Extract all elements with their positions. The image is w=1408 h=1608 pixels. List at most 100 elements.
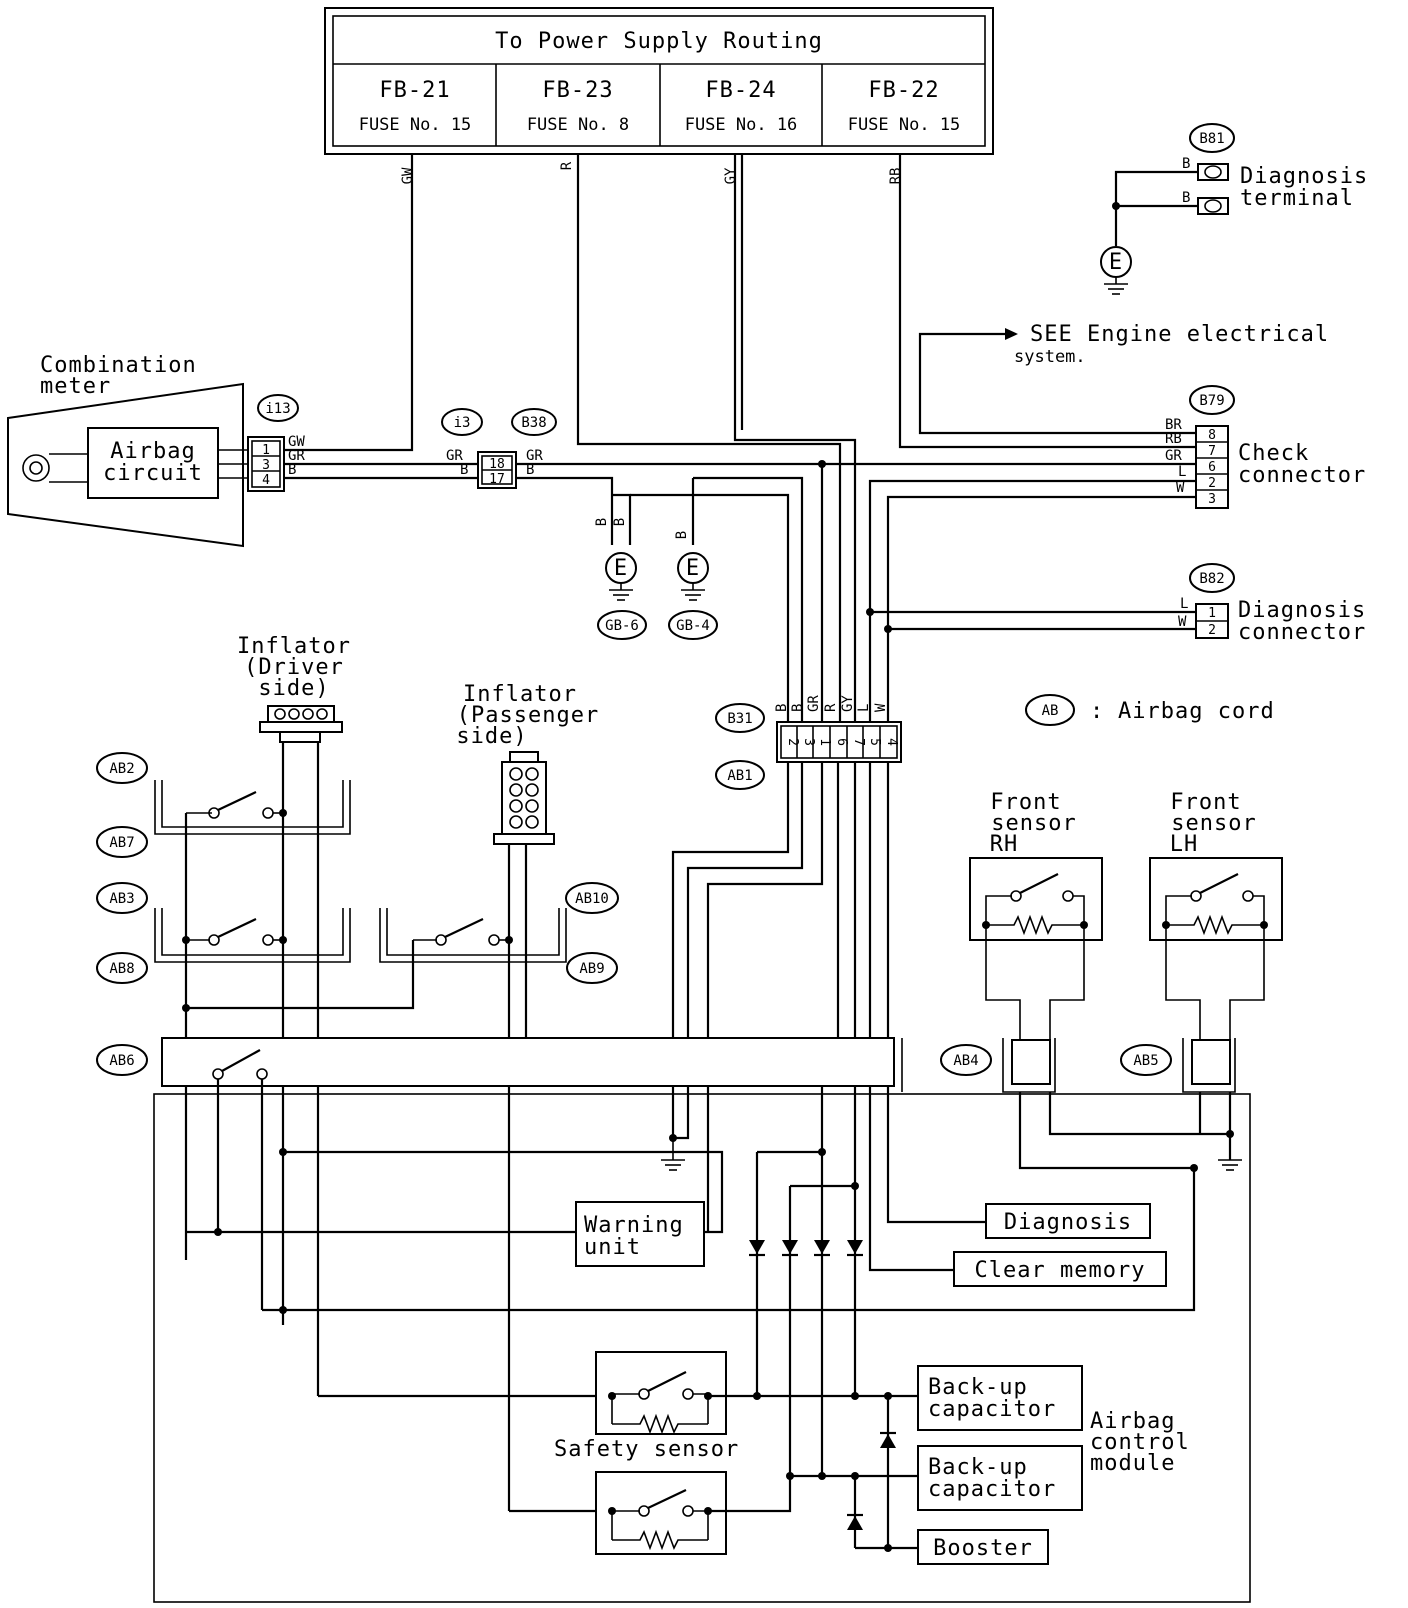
diagnosis-terminal-label-2: terminal [1240,186,1354,211]
backup-capacitor-2-label-2: capacitor [928,1477,1056,1502]
safety-sensor-label: Safety sensor [554,1437,739,1462]
ab1-pin-5: 5 [867,738,882,746]
junction-connector: i3 B38 18 17 GR B GR B [441,408,557,489]
b79-wire-rb: RB [1165,431,1182,447]
gb4-wire-b: B [674,531,690,539]
engine-ref-line2: system. [1014,347,1086,367]
b79-wire-l: L [1178,464,1186,480]
check-connector: B79 8 7 6 2 3 BR RB GR L W Check connect… [1165,385,1365,509]
b81-wire-b-2: B [1182,190,1190,206]
ab1-wire-b-1: B [774,704,790,712]
squib-box-2 [154,908,351,963]
inflator-driver-label-3: side) [258,676,329,701]
junction-pin-18: 18 [489,457,505,472]
airbag-circuit-label: Airbag [110,439,195,464]
inflator-passenger-label-2: (Passenger [457,703,599,728]
wire-label-r: R [559,161,575,170]
connector-b82: B82 [1199,571,1224,587]
supply-wires [285,154,1196,730]
wire-label-gy: GY [723,167,739,184]
connector-b38: B38 [521,415,546,431]
cord-ab6: AB6 [109,1053,134,1069]
b82-wire-w: W [1178,614,1187,630]
gb6-label: GB-6 [605,618,639,634]
connector-b31: B31 [727,711,752,727]
cord-ab2: AB2 [109,761,134,777]
i13-pin-4: 4 [262,473,270,488]
combination-meter: Combination meter Airbag circuit 1 3 4 i… [7,353,305,548]
front-sensor-rh-label-1: Front [990,790,1061,815]
warning-unit-label-2: unit [584,1235,641,1260]
inflator-passenger-label-3: side) [456,724,527,749]
inflator-driver: Inflator (Driver side) [237,634,350,743]
ab6-connector [161,1037,903,1092]
b79-wire-w: W [1176,480,1185,496]
diagnosis-terminal: B81 B B E Diagnosis terminal [1100,123,1367,295]
ab1-pin-1: 1 [817,738,832,746]
front-sensor-rh-label-2: sensor [991,811,1076,836]
i13-pin-1: 1 [262,443,270,458]
junction-pin-17: 17 [489,472,505,487]
junction-left-gr: GR [446,448,463,464]
backup-capacitor-1-label-2: capacitor [928,1397,1056,1422]
connector-i13: i13 [265,401,290,417]
warning-unit-label-1: Warning [584,1213,684,1238]
ab1-pin-2: 2 [785,738,800,746]
b79-wire-br: BR [1165,417,1182,433]
ground-gb4: B E GB-4 [668,531,718,640]
i13-pin-3: 3 [262,458,270,473]
backup-capacitor-1-label-1: Back-up [928,1375,1028,1400]
front-sensor-lh: Front sensor LH [1149,790,1283,1093]
inflator-driver-label-2: (Driver [244,655,344,680]
ab1-wire-gr: GR [806,695,822,712]
cord-ab9: AB9 [579,961,604,977]
booster-label: Booster [933,1536,1033,1561]
cord-ab3: AB3 [109,891,134,907]
gb6-wire-b2: B [612,518,628,526]
cord-ab7: AB7 [109,835,134,851]
diagnosis-connector-label: Diagnosis [1238,598,1366,623]
ab1-pin-3: 3 [801,738,816,746]
junction-left-b: B [460,462,468,478]
gb4-e-symbol: E [686,556,700,581]
module-name-1: Airbag [1090,1409,1175,1434]
check-connector-label: Check [1238,441,1309,466]
engine-reference: SEE Engine electrical system. [918,322,1328,435]
legend-separator: : [1090,699,1104,724]
airbag-circuit-label-2: circuit [103,461,203,486]
module-connector: B31 AB1 2 3 1 6 7 5 4 B B GR R GY L W [715,695,902,790]
fuse-code-fb22: FB-22 [868,78,939,103]
i13-wire-b: B [288,462,296,478]
junction-right-b: B [526,462,534,478]
ab1-wire-gy: GY [840,695,856,712]
airbag-control-module: Warning unit Diagnosis Clear memory [153,1079,1251,1603]
ab1-wire-b-2: B [790,704,806,712]
b81-wire-b-1: B [1182,156,1190,172]
legend-code: AB [1042,703,1059,719]
front-sensor-lh-label-3: LH [1170,832,1199,857]
ground-gb6: B B E GB-6 [594,518,647,640]
cord-ab8: AB8 [109,961,134,977]
i13-wire-gw: GW [288,434,305,450]
ab1-pin-7: 7 [851,738,866,746]
diagnosis-connector-label-2: connector [1238,620,1366,645]
clear-memory-label: Clear memory [975,1258,1146,1283]
fuse-number-fb21: FUSE No. 15 [359,115,472,135]
cord-labels: AB2 AB7 AB3 AB8 AB10 AB9 AB6 AB4 AB5 [96,752,1172,1076]
front-sensor-rh-label-3: RH [990,832,1019,857]
b38-wires [516,460,1196,730]
inflator-passenger-label-1: Inflator [463,682,577,707]
power-supply-title: To Power Supply Routing [495,29,823,54]
cord-ab5: AB5 [1133,1053,1158,1069]
connector-i3: i3 [454,415,471,431]
legend-text: Airbag cord [1118,699,1275,724]
front-sensor-lh-label-2: sensor [1171,811,1256,836]
i13-wire-gr: GR [288,448,305,464]
b79-pin-2: 2 [1208,476,1216,491]
wire-label-rb: RB [888,168,904,185]
b82-pin-1: 1 [1208,606,1216,621]
cord-ab10: AB10 [575,891,609,907]
b82-pin-2: 2 [1208,623,1216,638]
fuse-code-fb21: FB-21 [379,78,450,103]
ab1-pin-4: 4 [884,738,899,746]
